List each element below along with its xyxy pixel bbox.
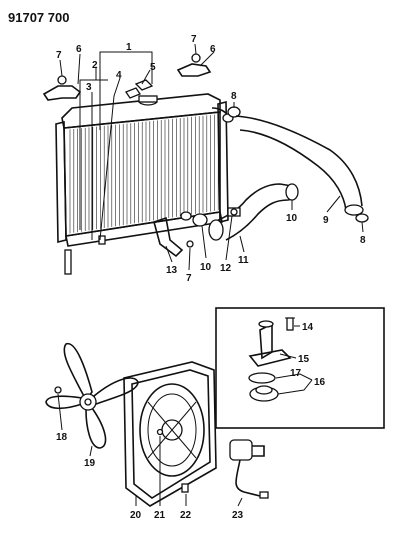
radiator xyxy=(55,93,234,275)
lower-hose xyxy=(208,183,299,241)
callout-17: 17 xyxy=(290,368,302,379)
callout-6-right: 6 xyxy=(210,44,216,55)
leader-lines xyxy=(57,43,364,507)
callout-10-right: 10 xyxy=(286,213,298,224)
callout-6-left: 6 xyxy=(76,44,82,55)
shroud-screw xyxy=(181,483,189,493)
thermo-switch xyxy=(227,207,241,217)
callout-13: 13 xyxy=(166,265,178,276)
callout-22: 22 xyxy=(180,510,192,521)
fan-nut xyxy=(54,386,62,394)
thermostat-inset-box xyxy=(215,307,385,429)
callout-7-left: 7 xyxy=(56,50,62,61)
fan-shroud xyxy=(123,361,217,507)
callout-4: 4 xyxy=(116,70,122,81)
lower-bracket xyxy=(153,216,184,258)
callout-21: 21 xyxy=(154,510,166,521)
callout-23: 23 xyxy=(232,510,244,521)
upper-hose xyxy=(235,115,364,216)
thermostat-housing xyxy=(248,320,292,367)
bolt-small xyxy=(186,240,194,248)
hose-clamp-middle xyxy=(192,213,208,227)
callout-labels: 1 2 3 4 5 6 6 7 7 7 8 8 9 10 10 11 12 13… xyxy=(56,34,366,521)
callout-8-lower: 8 xyxy=(360,235,366,246)
fan-blade xyxy=(45,343,139,449)
callout-20: 20 xyxy=(130,510,142,521)
shroud-bolt xyxy=(156,428,164,436)
callout-5: 5 xyxy=(150,62,156,73)
callout-15: 15 xyxy=(298,354,310,365)
callout-1: 1 xyxy=(126,42,132,53)
callout-7-right: 7 xyxy=(191,34,197,45)
rubber-mount xyxy=(125,79,154,99)
thermostat-gasket xyxy=(248,372,276,384)
hose-clamp-lower-right xyxy=(355,213,369,223)
callout-2: 2 xyxy=(92,60,98,71)
callout-9: 9 xyxy=(323,215,329,226)
callout-16: 16 xyxy=(314,377,326,388)
callout-11: 11 xyxy=(238,255,249,266)
callout-8-upper: 8 xyxy=(231,91,237,102)
callout-18: 18 xyxy=(56,432,68,443)
callout-14: 14 xyxy=(302,322,314,333)
callout-12: 12 xyxy=(220,263,232,274)
housing-bolt xyxy=(285,317,295,331)
callout-19: 19 xyxy=(84,458,96,469)
callout-7-lower: 7 xyxy=(186,273,192,284)
mount-bracket-right xyxy=(176,53,212,77)
thermostat xyxy=(249,385,279,402)
fan-motor xyxy=(229,439,269,499)
mount-bracket-left xyxy=(42,75,82,101)
diagram-part-number: 91707 700 xyxy=(8,10,69,25)
callout-10-left: 10 xyxy=(200,262,212,273)
callout-3: 3 xyxy=(86,82,92,93)
